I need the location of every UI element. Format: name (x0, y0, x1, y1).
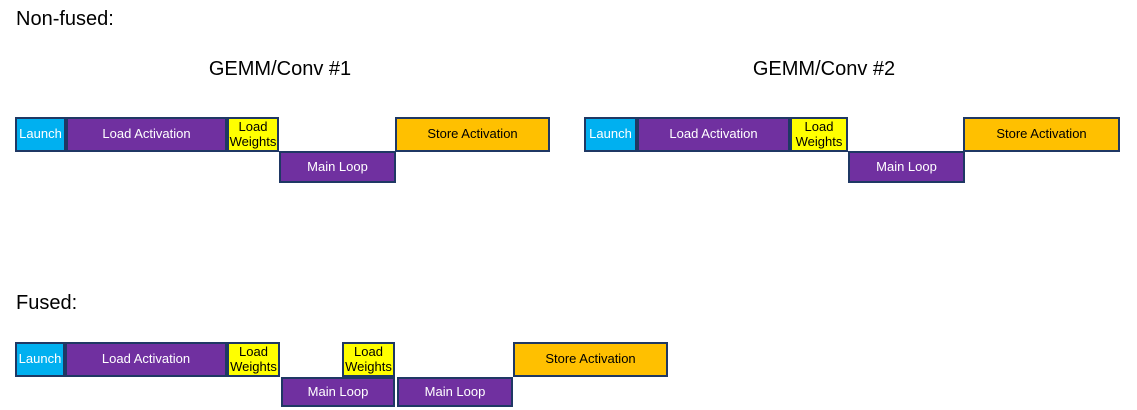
store-activation-block: Store Activation (963, 117, 1120, 152)
gemm-conv-1-title: GEMM/Conv #1 (208, 58, 352, 80)
load-weights-block: Load Weights (227, 117, 279, 152)
load-activation-block: Load Activation (65, 342, 227, 377)
store-activation-block: Store Activation (395, 117, 550, 152)
launch-block: Launch (584, 117, 637, 152)
load-activation-block: Load Activation (637, 117, 790, 152)
fused-section-label: Fused: (16, 292, 78, 314)
load-weights-block: Load Weights (227, 342, 280, 377)
load-weights-block: Load Weights (790, 117, 848, 152)
store-activation-block: Store Activation (513, 342, 668, 377)
non-fused-section-label: Non-fused: (16, 8, 114, 30)
main-loop-block: Main Loop (281, 377, 395, 407)
launch-block: Launch (15, 117, 66, 152)
main-loop-block: Main Loop (397, 377, 513, 407)
gemm-conv-2-title: GEMM/Conv #2 (752, 58, 896, 80)
launch-block: Launch (15, 342, 65, 377)
load-activation-block: Load Activation (66, 117, 227, 152)
main-loop-block: Main Loop (848, 151, 965, 183)
load-weights-block: Load Weights (342, 342, 395, 377)
main-loop-block: Main Loop (279, 151, 396, 183)
